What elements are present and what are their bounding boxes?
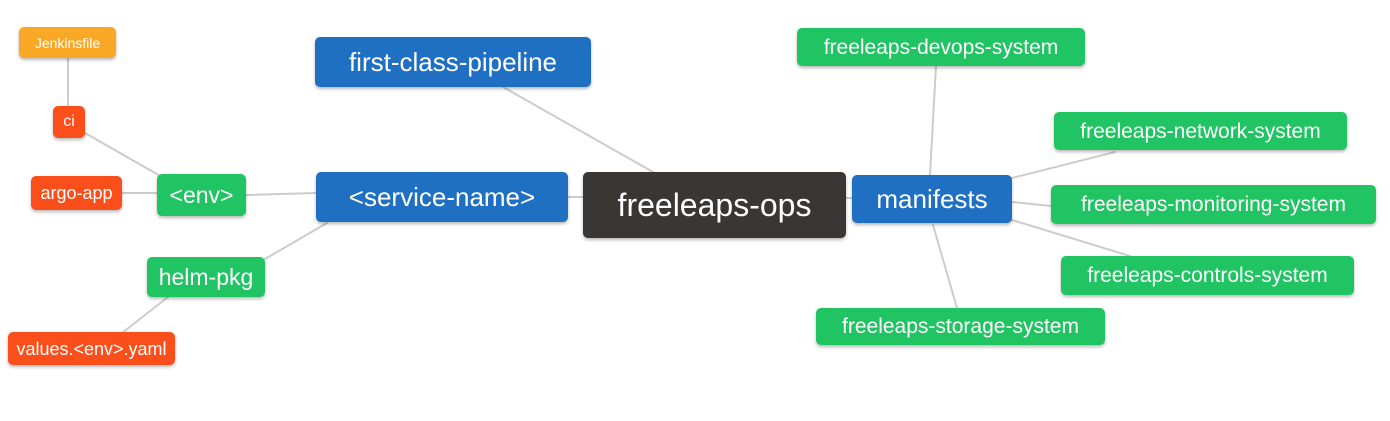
edge-manifests-to-freeleaps-storage-system	[932, 224, 958, 309]
node-manifests[interactable]: manifests	[852, 175, 1012, 223]
node-freeleaps-devops-system[interactable]: freeleaps-devops-system	[797, 28, 1085, 66]
edge-manifests-to-freeleaps-network-system	[1011, 151, 1116, 179]
node-ci[interactable]: ci	[53, 106, 85, 138]
node-service-name[interactable]: <service-name>	[316, 172, 568, 222]
node-freeleaps-storage-system[interactable]: freeleaps-storage-system	[816, 308, 1105, 345]
node-helm-pkg[interactable]: helm-pkg	[147, 257, 265, 297]
edge-manifests-to-freeleaps-controls-system	[1011, 219, 1131, 257]
node-freeleaps-ops[interactable]: freeleaps-ops	[583, 172, 846, 238]
node-first-class-pipeline[interactable]: first-class-pipeline	[315, 37, 591, 87]
edge-helm-pkg-to-service-name	[264, 222, 328, 260]
node-jenkinsfile[interactable]: Jenkinsfile	[19, 27, 116, 58]
node-freeleaps-controls-system[interactable]: freeleaps-controls-system	[1061, 256, 1354, 295]
node-freeleaps-network-system[interactable]: freeleaps-network-system	[1054, 112, 1347, 150]
edge-helm-pkg-to-values-env-yaml	[121, 296, 169, 334]
edge-ci-to-env	[84, 132, 163, 178]
node-freeleaps-monitoring-system[interactable]: freeleaps-monitoring-system	[1051, 185, 1376, 224]
node-argo-app[interactable]: argo-app	[31, 176, 122, 210]
edge-first-class-pipeline-to-freeleaps-ops	[502, 86, 654, 173]
edge-env-to-service-name	[245, 192, 317, 196]
edge-manifests-to-freeleaps-monitoring-system	[1011, 201, 1052, 207]
edge-manifests-to-freeleaps-devops-system	[929, 65, 937, 176]
node-values-env-yaml[interactable]: values.<env>.yaml	[8, 332, 175, 365]
node-env[interactable]: <env>	[157, 174, 246, 216]
